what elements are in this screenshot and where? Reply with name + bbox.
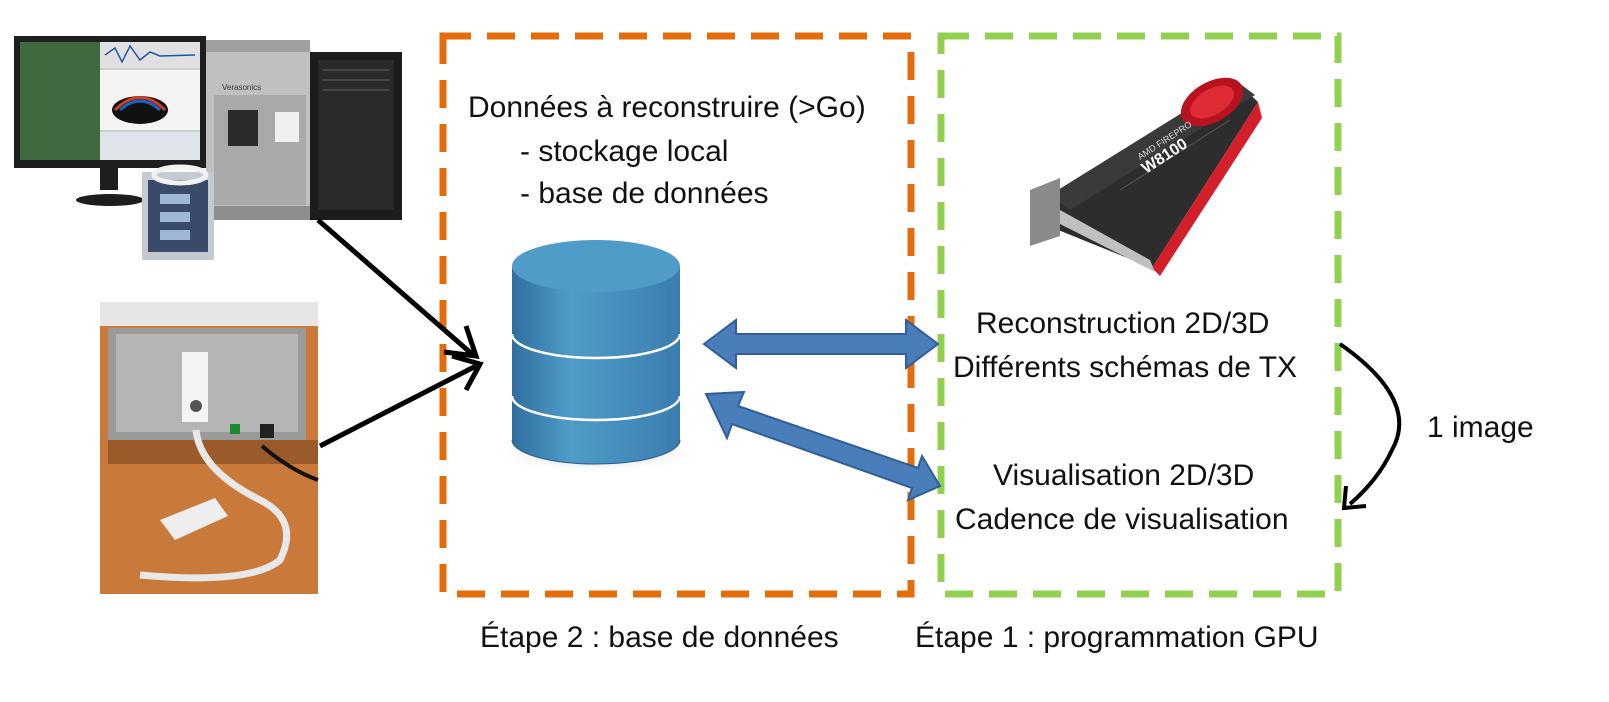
reconstruction-subtitle: Différents schémas de TX (953, 351, 1298, 384)
database-icon (489, 240, 705, 473)
ultrasound-cart-photo (100, 302, 319, 594)
reconstruction-title: Reconstruction 2D/3D (976, 307, 1270, 340)
step1-frame (937, 32, 1342, 598)
ultrasound-workstation-image (14, 36, 402, 260)
loop-label: 1 image (1427, 411, 1534, 444)
database-reconstruction-double-arrow (702, 318, 940, 370)
step2-caption: Étape 2 : base de données (480, 621, 839, 654)
step1-caption: Étape 1 : programmation GPU (915, 621, 1319, 654)
cart-to-database-arrow (318, 353, 484, 449)
data-block-item-database: - base de données (520, 177, 769, 210)
data-block-item-local-storage: - stockage local (520, 135, 729, 168)
workstation-to-database-arrow (316, 218, 480, 359)
gpu-card-image (1030, 77, 1262, 276)
visualisation-subtitle: Cadence de visualisation (955, 503, 1289, 536)
visualisation-title: Visualisation 2D/3D (993, 459, 1255, 492)
step2-frame (439, 32, 915, 598)
loop-arrow (1338, 342, 1402, 511)
data-block-title: Données à reconstruire (>Go) (468, 91, 866, 124)
scanner-brand-text: Verasonics (222, 83, 261, 92)
database-visualisation-double-arrow (704, 390, 942, 502)
